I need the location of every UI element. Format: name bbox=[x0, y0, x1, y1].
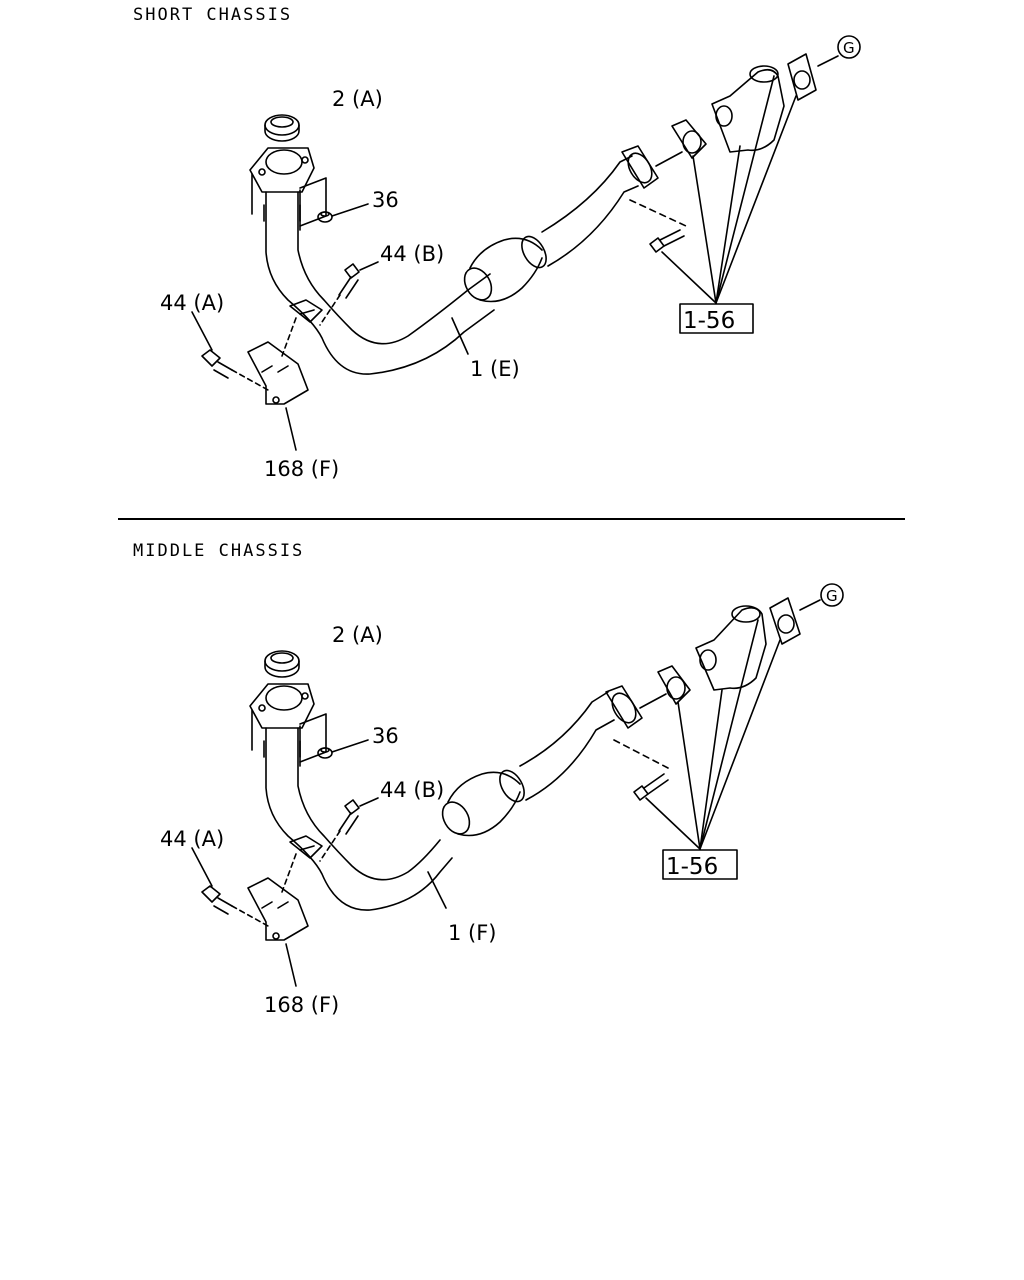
exhaust-diagram-short-chassis: 2 (A) 36 44 (B) 44 (A) 1 (E) 168 (F) 1-5… bbox=[160, 35, 861, 481]
callout-nut: 36 bbox=[372, 188, 399, 212]
front-flange[interactable] bbox=[249, 147, 327, 231]
rear-flange[interactable] bbox=[621, 145, 659, 189]
rear-muffler[interactable] bbox=[695, 605, 767, 691]
gasket-ring[interactable] bbox=[264, 114, 300, 142]
callout-nut: 36 bbox=[372, 724, 399, 748]
reference-circle-label: G bbox=[843, 39, 855, 57]
callout-bracket: 168 (F) bbox=[264, 993, 339, 1017]
exhaust-diagram-middle-chassis: 2 (A) 36 44 (B) 44 (A) 1 (F) 168 (F) 1-5… bbox=[160, 583, 844, 1017]
nut[interactable] bbox=[317, 211, 333, 223]
section-title-middle-chassis: MIDDLE CHASSIS bbox=[133, 541, 305, 561]
pipe-joint[interactable] bbox=[289, 299, 323, 323]
bolt-b[interactable] bbox=[319, 263, 360, 326]
bolt-b[interactable] bbox=[319, 799, 360, 862]
rear-bolt[interactable] bbox=[633, 773, 669, 801]
nut[interactable] bbox=[317, 747, 333, 759]
callout-pipe: 1 (F) bbox=[448, 921, 497, 945]
rear-gasket[interactable] bbox=[671, 119, 707, 159]
pipe-joint[interactable] bbox=[289, 835, 323, 859]
tail-flange[interactable] bbox=[769, 597, 801, 645]
reference-circle bbox=[837, 35, 861, 59]
callout-bolt-a: 44 (A) bbox=[160, 827, 224, 851]
hanger-bracket[interactable] bbox=[247, 317, 309, 405]
callout-bolt-b: 44 (B) bbox=[380, 242, 444, 266]
reference-leaders bbox=[661, 75, 797, 304]
catalytic-converter[interactable] bbox=[459, 232, 551, 304]
bolt-a[interactable] bbox=[201, 349, 269, 391]
front-flange[interactable] bbox=[249, 683, 327, 767]
tail-flange[interactable] bbox=[787, 53, 817, 101]
gasket-ring[interactable] bbox=[264, 650, 300, 678]
reference-box bbox=[679, 303, 754, 334]
rear-flange[interactable] bbox=[605, 685, 643, 729]
hanger-bracket[interactable] bbox=[247, 853, 309, 941]
bolt-a[interactable] bbox=[201, 885, 269, 927]
reference-leaders bbox=[645, 619, 781, 850]
rear-gasket[interactable] bbox=[657, 665, 691, 705]
callout-bolt-a: 44 (A) bbox=[160, 291, 224, 315]
exhaust-pipe[interactable] bbox=[263, 691, 615, 911]
callout-pipe: 1 (E) bbox=[470, 357, 520, 381]
reference-circle-label: G bbox=[826, 587, 838, 605]
section-title-short-chassis: SHORT CHASSIS bbox=[133, 5, 293, 25]
callout-bolt-b: 44 (B) bbox=[380, 778, 444, 802]
section-divider bbox=[118, 518, 905, 520]
rear-muffler[interactable] bbox=[711, 65, 785, 153]
callout-bracket: 168 (F) bbox=[264, 457, 339, 481]
callout-gasket: 2 (A) bbox=[332, 623, 383, 647]
catalytic-converter[interactable] bbox=[437, 766, 529, 838]
rear-bolt[interactable] bbox=[649, 229, 685, 253]
exhaust-pipe[interactable] bbox=[263, 155, 639, 375]
reference-box bbox=[662, 849, 738, 880]
reference-box-label: 1-56 bbox=[683, 308, 735, 334]
callout-gasket: 2 (A) bbox=[332, 87, 383, 111]
reference-circle bbox=[820, 583, 844, 607]
reference-box-label: 1-56 bbox=[666, 854, 718, 880]
